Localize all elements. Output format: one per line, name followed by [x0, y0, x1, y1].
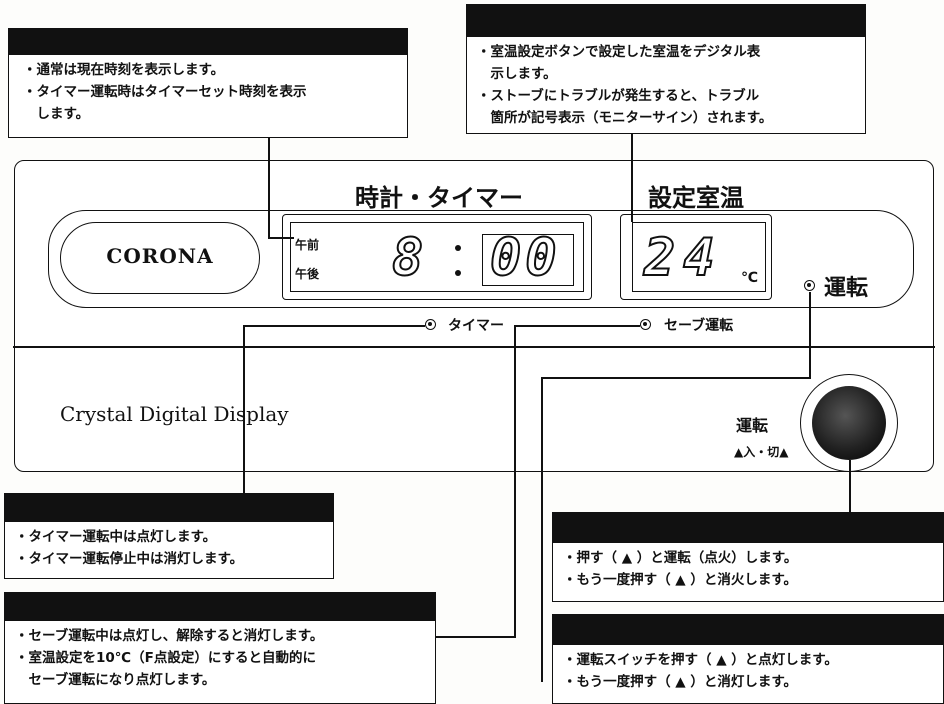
save-lamp-icon: [640, 319, 651, 330]
minute-digits: 00: [489, 228, 561, 288]
leader-line: [849, 460, 851, 512]
run-button-label: 運転: [736, 416, 769, 435]
panel-divider: [13, 346, 935, 348]
callout-line: します。: [23, 106, 90, 122]
callout-text: ・運転スイッチを押す（ ▲ ）と点灯します。 ・もう一度押す（ ▲ ）と消灯しま…: [553, 645, 943, 696]
timer-lamp-label: タイマー: [448, 318, 504, 334]
callout-line: セーブ運転になり点灯します。: [15, 672, 216, 688]
callout-clock: ・通常は現在時刻を表示します。 ・タイマー運転時はタイマーセット時刻を表示 しま…: [8, 28, 408, 138]
crystal-digital-display-text: Crystal Digital Display: [60, 402, 289, 426]
callout-header-bar: [553, 615, 943, 645]
callout-text: ・通常は現在時刻を表示します。 ・タイマー運転時はタイマーセット時刻を表示 しま…: [9, 55, 407, 128]
callout-line: ・ストーブにトラブルが発生すると、トラブル: [477, 88, 760, 104]
callout-run-button: ・押す（ ▲ ）と運転（点火）します。 ・もう一度押す（ ▲ ）と消火します。: [552, 512, 944, 602]
callout-text: ・セーブ運転中は点灯し、解除すると消灯します。 ・室温設定を10℃（F点設定）に…: [5, 621, 435, 694]
on-off-label: ▲入・切▲: [734, 445, 789, 459]
callout-line: ・もう一度押す（ ▲ ）と消灯します。: [563, 674, 798, 690]
callout-line: ・タイマー運転中は点灯します。: [15, 529, 217, 545]
callout-run-lamp: ・運転スイッチを押す（ ▲ ）と点灯します。 ・もう一度押す（ ▲ ）と消灯しま…: [552, 614, 944, 704]
callout-line: ・室温設定を10℃（F点設定）にすると自動的に: [15, 650, 316, 666]
callout-line: 箇所が記号表示（モニターサイン）されます。: [477, 110, 773, 126]
leader-line: [436, 636, 516, 638]
callout-header-bar: [5, 593, 435, 621]
run-lamp-label: 運転: [824, 276, 869, 301]
callout-line: ・室温設定ボタンで設定した室温をデジタル表: [477, 44, 761, 60]
leader-line: [243, 325, 425, 327]
save-lamp-label: セーブ運転: [664, 318, 734, 334]
callout-line: ・タイマー運転時はタイマーセット時刻を表示: [23, 84, 307, 100]
callout-text: ・タイマー運転中は点灯します。 ・タイマー運転停止中は消灯します。: [5, 522, 333, 573]
leader-line: [809, 292, 811, 378]
temp-inner-frame: [632, 222, 766, 292]
minute-digits-frame: [482, 234, 574, 286]
callout-line: ・タイマー運転停止中は消灯します。: [15, 551, 244, 567]
hour-digits: 8: [391, 228, 424, 288]
timer-lamp-icon: [425, 319, 436, 330]
leader-line: [268, 237, 294, 239]
clock-timer-heading: 時計・タイマー: [355, 184, 523, 212]
brand-logo: CORONA: [106, 244, 214, 268]
callout-line: ・もう一度押す（ ▲ ）と消火します。: [563, 572, 798, 588]
run-lamp-icon: [804, 280, 815, 291]
colon-dot-top: [455, 245, 461, 251]
callout-header-bar: [553, 513, 943, 543]
leader-line: [514, 325, 516, 637]
callout-line: ・運転スイッチを押す（ ▲ ）と点灯します。: [563, 652, 838, 668]
leader-line: [541, 377, 543, 682]
callout-save-lamp: ・セーブ運転中は点灯し、解除すると消灯します。 ・室温設定を10℃（F点設定）に…: [4, 592, 436, 704]
callout-header-bar: [9, 29, 407, 55]
callout-header-bar: [5, 494, 333, 522]
leader-line: [268, 138, 270, 238]
callout-text: ・押す（ ▲ ）と運転（点火）します。 ・もう一度押す（ ▲ ）と消火します。: [553, 543, 943, 594]
am-label: 午前: [295, 238, 320, 252]
pm-label: 午後: [295, 267, 320, 281]
brand-pill: [60, 222, 260, 294]
run-button[interactable]: [812, 386, 886, 460]
set-temp-heading: 設定室温: [648, 184, 744, 212]
callout-line: 示します。: [477, 66, 557, 82]
temp-unit: ℃: [741, 270, 758, 286]
callout-timer-lamp: ・タイマー運転中は点灯します。 ・タイマー運転停止中は消灯します。: [4, 493, 334, 579]
callout-header-bar: [467, 5, 865, 37]
leader-line: [243, 325, 245, 493]
leader-line: [541, 377, 811, 379]
leader-line: [631, 134, 633, 222]
colon-dot-bottom: [455, 270, 461, 276]
temp-digits: 24: [643, 228, 723, 288]
callout-line: ・通常は現在時刻を表示します。: [23, 62, 225, 78]
leader-line: [514, 325, 640, 327]
callout-line: ・セーブ運転中は点灯し、解除すると消灯します。: [15, 628, 324, 644]
temp-display: [620, 214, 772, 300]
callout-line: ・押す（ ▲ ）と運転（点火）します。: [563, 550, 798, 566]
callout-text: ・室温設定ボタンで設定した室温をデジタル表 示します。 ・ストーブにトラブルが発…: [467, 37, 865, 132]
callout-temp: ・室温設定ボタンで設定した室温をデジタル表 示します。 ・ストーブにトラブルが発…: [466, 4, 866, 134]
clock-inner-frame: [290, 222, 584, 292]
